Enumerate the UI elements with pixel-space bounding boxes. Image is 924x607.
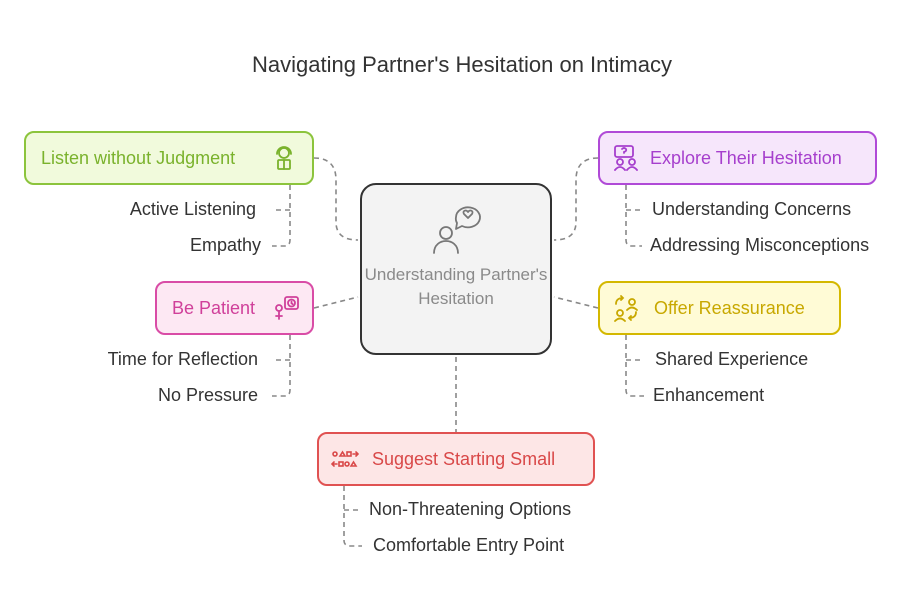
node-explore-their-hesitation: Explore Their Hesitation (598, 131, 877, 185)
people-question-icon (614, 145, 638, 171)
node-label: Be Patient (172, 297, 256, 318)
node-label: Suggest Starting Small (372, 448, 556, 469)
sub-addressing-misconceptions: Addressing Misconceptions (650, 235, 870, 255)
sub-time-for-reflection: Time for Reflection (107, 349, 258, 369)
node-label: Listen without Judgment (41, 147, 236, 168)
sub-non-threatening-options: Non-Threatening Options (369, 499, 572, 519)
sub-active-listening: Active Listening (129, 199, 256, 219)
people-exchange-icon (614, 295, 638, 322)
shapes-steps-icon (331, 450, 359, 467)
person-clock-icon (275, 296, 299, 320)
sub-no-pressure: No Pressure (157, 385, 258, 405)
node-offer-reassurance: Offer Reassurance (598, 281, 841, 335)
node-suggest-starting-small: Suggest Starting Small (317, 432, 595, 486)
diagram-title: Navigating Partner's Hesitation on Intim… (252, 52, 672, 77)
center-node: Understanding Partner's Hesitation (360, 183, 552, 355)
headset-person-icon (276, 146, 292, 170)
sub-empathy: Empathy (189, 235, 261, 255)
node-label: Offer Reassurance (654, 297, 805, 318)
node-be-patient: Be Patient (155, 281, 314, 335)
sub-enhancement: Enhancement (653, 385, 765, 405)
center-label: Understanding Partner's Hesitation (364, 265, 548, 308)
chat-heart-person-icon (433, 206, 481, 254)
sub-understanding-concerns: Understanding Concerns (652, 199, 852, 219)
sub-shared-experience: Shared Experience (655, 349, 809, 369)
sub-comfortable-entry-point: Comfortable Entry Point (373, 535, 565, 555)
node-listen-without-judgment: Listen without Judgment (24, 131, 314, 185)
node-label: Explore Their Hesitation (650, 147, 842, 168)
